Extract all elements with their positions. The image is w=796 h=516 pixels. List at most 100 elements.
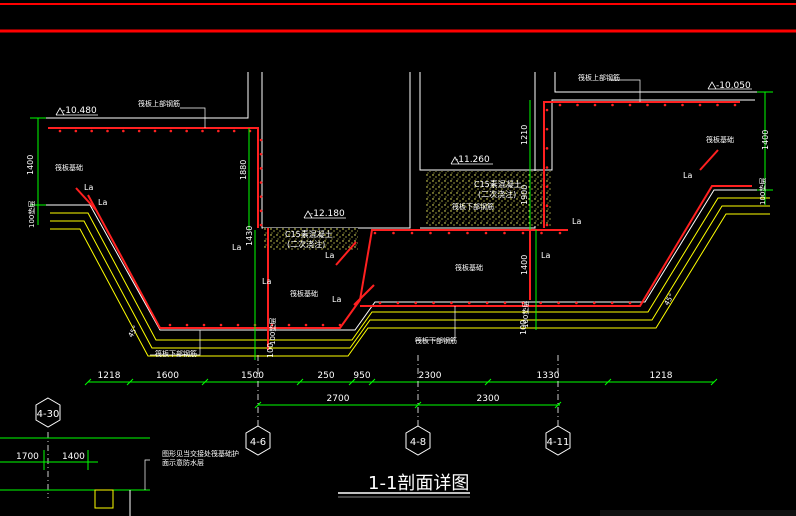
note-top-rebar-right: 筏板上部钢筋: [578, 73, 620, 82]
axis-label-4-11: 4-11: [547, 437, 570, 448]
rebar-dot: [681, 103, 684, 107]
dim-row1-value: 2300: [419, 371, 442, 381]
rebar-dot: [447, 231, 451, 235]
axis-label-4-6: 4-6: [250, 437, 266, 448]
rebar-dot: [396, 301, 400, 305]
dim-row1-value: 1218: [98, 371, 121, 381]
lap-label-4: La: [262, 277, 271, 286]
dim-row1-value: 950: [353, 371, 370, 381]
rebar-dot: [259, 181, 263, 184]
note-bottom-rebar-left: 筏板下部钢筋: [155, 349, 197, 358]
dim-tick: [201, 378, 209, 386]
vdim-left-1400: 1400: [26, 155, 35, 175]
lap-label-7: La: [572, 217, 581, 226]
rebar-dot: [236, 323, 240, 327]
dim-tick: [484, 378, 492, 386]
rebar-dot: [593, 103, 597, 107]
layer-label-center: 100垫层: [521, 301, 530, 328]
rebar-dot: [557, 301, 560, 305]
note-waterproof-1: 图形见当交接处筏基础护: [162, 449, 239, 458]
dim-row1-value: 1330: [537, 371, 560, 381]
dimension-ticks: [84, 378, 718, 409]
drawing-title: 1-1剖面详图: [368, 473, 469, 494]
rebar-dot: [450, 301, 453, 305]
note-bottom-rebar-center: 筏板下部钢筋: [415, 336, 457, 345]
rebar-dot: [137, 129, 141, 133]
rebar-dot: [168, 323, 172, 327]
rebar-dot: [304, 323, 308, 327]
dim-tick: [254, 401, 262, 409]
rebar-dot: [503, 231, 506, 235]
rebar-dot: [392, 231, 395, 235]
dim-tick: [296, 378, 304, 386]
rebar-dot: [545, 204, 549, 208]
elev-left-top: -10.480: [62, 106, 97, 116]
lap-label-6: La: [332, 295, 341, 304]
rebar-dot: [232, 129, 236, 133]
elevation-markers: [55, 81, 752, 219]
rebar-dot: [540, 231, 543, 235]
dim-row1-value: 1600: [156, 371, 179, 381]
rebar-ticks: [58, 103, 737, 327]
axis-bubble-4-8: [405, 425, 431, 456]
rebar-dot: [592, 301, 596, 305]
dim-row2-value: 2700: [327, 394, 350, 404]
rebar-dot: [270, 323, 274, 327]
rebar-dot: [545, 147, 549, 150]
mini-dim-1400: 1400: [62, 452, 85, 462]
dim-row1-value: 1218: [650, 371, 673, 381]
rebar-dot: [185, 323, 189, 327]
rebar-dot: [259, 138, 263, 142]
rebar-dot: [122, 129, 125, 133]
dimension-lines: [30, 91, 773, 406]
vdim-center-1400: 1400: [520, 255, 529, 275]
rebar-dot: [373, 231, 377, 235]
rebar-dot: [610, 301, 614, 305]
vdim-right-1400: 1400: [761, 130, 770, 150]
lap-label-1: La: [84, 183, 93, 192]
axis-bubble-4-30: [35, 397, 61, 428]
dim-tick: [368, 378, 376, 386]
rebar-dot: [259, 223, 263, 227]
rebar-dot: [663, 103, 667, 107]
dim-tick: [84, 378, 92, 386]
note-raft-mid: 筏板基础: [290, 289, 318, 298]
rebar-dot: [628, 301, 632, 305]
note-raft-left: 筏板基础: [55, 163, 83, 172]
rebar-dot: [545, 185, 549, 188]
rebar-dot: [628, 103, 632, 107]
rebar-dot: [74, 129, 78, 133]
rebar-dot: [698, 103, 702, 107]
rebar-dot: [259, 209, 263, 213]
dim-tick: [604, 378, 612, 386]
vdim-center-1210: 1210: [520, 125, 529, 145]
rebar-dot: [558, 231, 562, 235]
rebar-dot: [521, 301, 525, 305]
leader-lines: [144, 79, 641, 490]
rebar-dot: [153, 129, 157, 133]
c15-left-2: (二次浇注): [287, 239, 325, 249]
rebar-dot: [217, 129, 220, 133]
axis-bubble-4-6: [245, 425, 271, 456]
rebar-dot: [321, 323, 325, 327]
dim-tick: [126, 378, 134, 386]
rebar-dot: [521, 231, 525, 235]
lap-label-8: La: [541, 251, 550, 260]
note-raft-right: 筏板基础: [706, 135, 734, 144]
rebar-dot: [716, 103, 719, 107]
note-waterproof-2: 面示意防水层: [162, 458, 204, 467]
rebar-dot: [259, 152, 263, 156]
elev-mid-step: -12.180: [310, 209, 345, 219]
note-top-rebar-left: 筏板上部钢筋: [138, 99, 180, 108]
lap-label-9: La: [683, 171, 692, 180]
c15-left-1: C15素混凝土: [285, 229, 333, 239]
axis-label-4-30: 4-30: [37, 409, 60, 420]
rebar-dot: [646, 103, 649, 107]
dim-tick: [710, 378, 718, 386]
rebar-dot: [287, 323, 291, 327]
rebar-dot: [545, 223, 549, 227]
rebar-dot: [90, 129, 93, 133]
c15-right-2: (二次浇注): [478, 189, 516, 199]
